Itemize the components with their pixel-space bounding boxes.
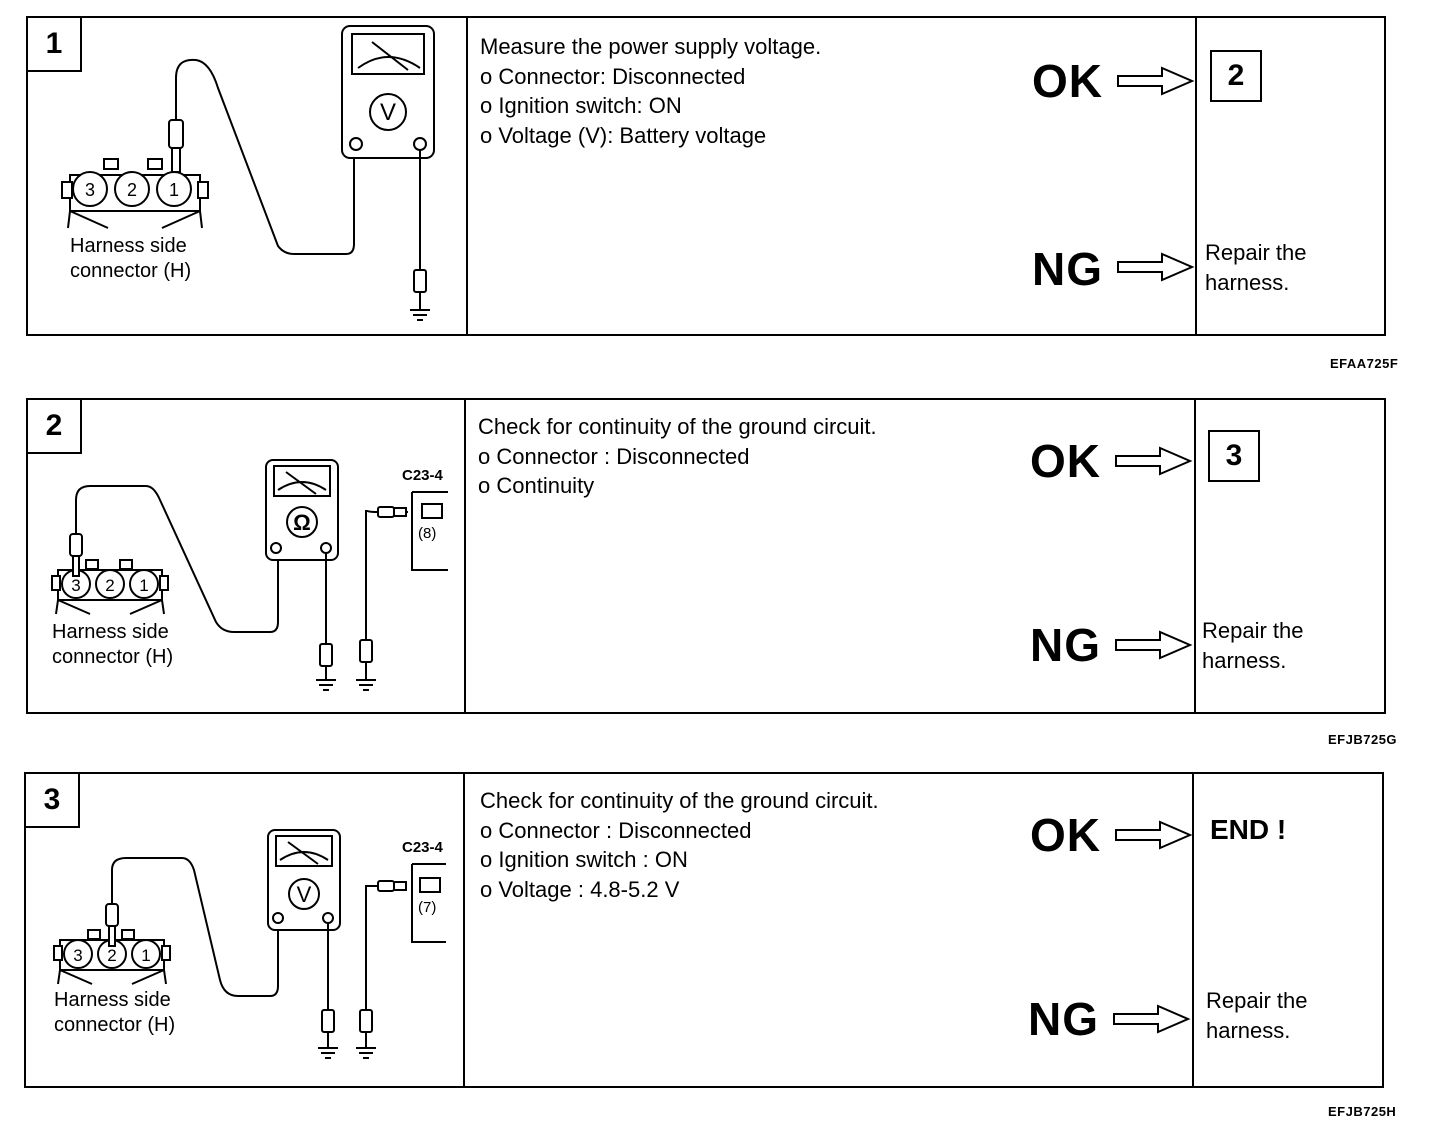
ng-result-line1: Repair the: [1202, 618, 1304, 643]
column-divider: [466, 18, 468, 334]
instruction-line: o Ignition switch : ON: [480, 847, 688, 872]
ng-result-line2: harness.: [1202, 647, 1287, 673]
figure-code: EFJB725G: [1328, 732, 1398, 747]
test-instructions: Check for continuity of the ground circu…: [478, 412, 877, 501]
ng-arrow-icon: [1117, 252, 1195, 282]
meter-symbol: V: [380, 99, 396, 126]
harness-label-line2: connector (H): [52, 646, 174, 668]
column-divider: [463, 774, 465, 1086]
figure-code: EFAA725F: [1330, 356, 1399, 371]
pin-1-label: 1: [139, 576, 148, 595]
pin-3-label: 3: [71, 576, 80, 595]
positive-probe: [69, 485, 279, 633]
column-divider: [1195, 18, 1197, 334]
step-number: 1: [28, 18, 82, 72]
harness-label-line2: connector (H): [54, 1014, 176, 1036]
ng-arrow-icon: [1115, 630, 1193, 660]
ok-arrow-icon: [1115, 820, 1193, 850]
ng-result-text: Repair the harness.: [1202, 616, 1304, 675]
column-divider: [1194, 400, 1196, 712]
instruction-line: o Connector : Disconnected: [478, 443, 750, 469]
harness-connector: [51, 559, 169, 615]
harness-side-label: Harness side connector (H): [54, 988, 175, 1038]
ecu-pin-label: (7): [418, 899, 436, 916]
ecu-pin-label: (8): [418, 525, 436, 542]
column-divider: [1192, 774, 1194, 1086]
harness-label-line2: connector (H): [70, 260, 192, 282]
pin-2-label: 2: [127, 180, 137, 200]
figure-code: EFJB725H: [1328, 1104, 1397, 1119]
pin-3-label: 3: [73, 946, 82, 965]
ng-result-line1: Repair the: [1206, 988, 1308, 1013]
test-instructions: Measure the power supply voltage. o Conn…: [480, 32, 821, 150]
pin-1-label: 1: [169, 180, 179, 200]
step-1-panel: 1 3 2 1: [26, 16, 1386, 336]
multimeter-diagram: 3 2 1 Ω C2: [51, 459, 448, 691]
step-number: 3: [26, 774, 80, 828]
meter-symbol: V: [297, 882, 312, 907]
harness-connector: [61, 158, 209, 229]
ng-result-text: Repair the harness.: [1206, 986, 1308, 1045]
multimeter-diagram: 3 2 1 V: [61, 25, 435, 321]
harness-label-line1: Harness side: [54, 989, 171, 1011]
positive-probe: [105, 857, 279, 997]
step-number: 2: [28, 400, 82, 454]
ok-next-step-box: 2: [1210, 50, 1262, 102]
ok-label: OK: [1030, 809, 1101, 861]
ng-label: NG: [1030, 619, 1101, 671]
harness-label-line1: Harness side: [70, 235, 187, 257]
ng-label: NG: [1028, 993, 1099, 1045]
harness-side-label: Harness side connector (H): [70, 234, 191, 284]
instruction-line: Check for continuity of the ground circu…: [478, 414, 877, 439]
multimeter-diagram: 3 2 1 V C2: [53, 829, 446, 1059]
ok-arrow-icon: [1115, 446, 1193, 476]
column-divider: [464, 400, 466, 712]
step-2-panel: 2 3 2 1: [26, 398, 1386, 714]
ng-result-line2: harness.: [1205, 269, 1290, 295]
ng-label: NG: [1032, 243, 1103, 295]
instruction-line: Measure the power supply voltage.: [480, 34, 822, 59]
test-instructions: Check for continuity of the ground circu…: [480, 786, 879, 904]
pin-2-label: 2: [107, 946, 116, 965]
instruction-line: o Connector : Disconnected: [480, 817, 752, 843]
pin-1-label: 1: [141, 946, 150, 965]
voltmeter: [267, 829, 446, 1059]
step-3-panel: 3 3 2 1: [24, 772, 1384, 1088]
instruction-line: o Connector: Disconnected: [480, 63, 746, 89]
ok-arrow-icon: [1117, 66, 1195, 96]
ecu-connector-label: C23-4: [402, 467, 444, 484]
ok-label: OK: [1032, 55, 1103, 107]
instruction-line: o Ignition switch: ON: [480, 93, 682, 118]
ok-end-text: END !: [1210, 814, 1287, 845]
ok-next-step-box: 3: [1208, 430, 1260, 482]
ohmmeter: [265, 459, 448, 691]
pin-3-label: 3: [85, 180, 95, 200]
ng-result-line2: harness.: [1206, 1017, 1291, 1043]
harness-label-line1: Harness side: [52, 621, 169, 643]
voltmeter: [341, 25, 435, 321]
instruction-line: Check for continuity of the ground circu…: [480, 788, 879, 813]
pin-2-label: 2: [105, 576, 114, 595]
meter-symbol: Ω: [293, 510, 311, 535]
ng-result-text: Repair the harness.: [1205, 238, 1307, 297]
harness-side-label: Harness side connector (H): [52, 620, 173, 670]
ng-result-line1: Repair the: [1205, 240, 1307, 265]
instruction-line: o Voltage (V): Battery voltage: [480, 122, 767, 148]
ng-arrow-icon: [1113, 1004, 1191, 1034]
instruction-line: o Voltage : 4.8-5.2 V: [480, 876, 680, 902]
instruction-line: o Continuity: [478, 473, 595, 498]
ok-label: OK: [1030, 435, 1101, 487]
ecu-connector-label: C23-4: [402, 839, 444, 856]
positive-probe: [168, 58, 355, 255]
